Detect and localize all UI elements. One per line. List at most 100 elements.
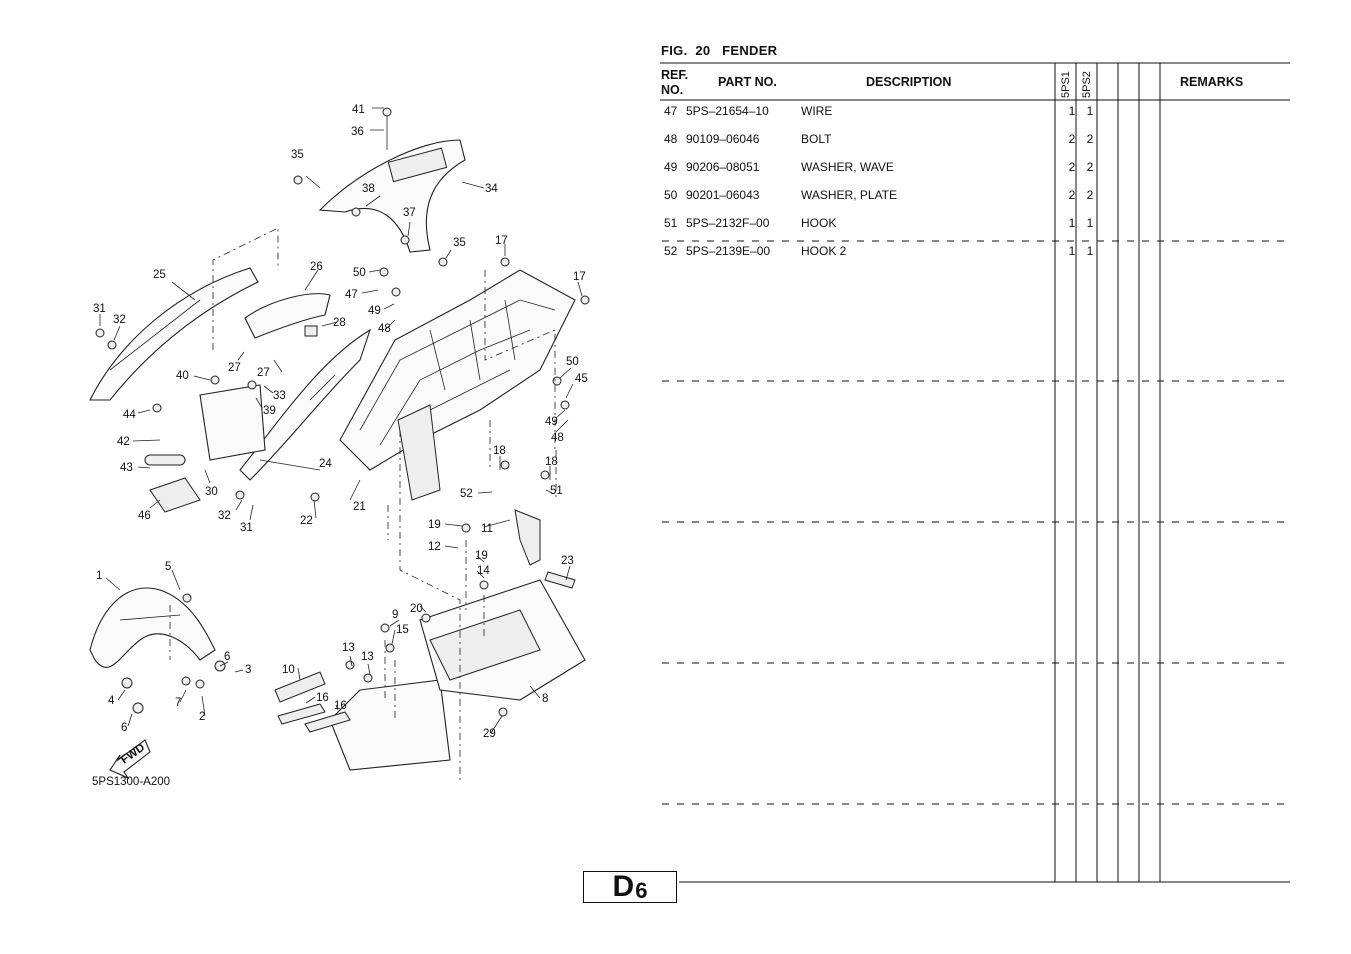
- rear-fender-assembly: [274, 571, 586, 771]
- callout: 27: [257, 367, 270, 379]
- figure-number: 20: [695, 43, 711, 58]
- callout: 18: [493, 445, 506, 457]
- header-model-2: 5PS2: [1081, 71, 1093, 98]
- qty-model-2: 1: [1086, 104, 1094, 118]
- callout: 46: [138, 510, 151, 522]
- part-no: 90109–06046: [686, 132, 760, 146]
- qty-model-2: 2: [1086, 188, 1094, 202]
- qty-model-2: 1: [1086, 244, 1094, 258]
- ref-no: 49: [664, 160, 678, 174]
- callout: 9: [392, 609, 398, 621]
- description: WASHER, WAVE: [801, 160, 894, 174]
- callout: 11: [481, 523, 493, 535]
- callout: 50: [566, 356, 579, 368]
- description: HOOK 2: [801, 244, 847, 258]
- callout: 40: [176, 370, 189, 382]
- callout: 29: [483, 728, 496, 740]
- table-row: 49 90206–08051 WASHER, WAVE 2 2: [660, 160, 1290, 180]
- ref-no: 48: [664, 132, 678, 146]
- callout: 21: [353, 501, 366, 513]
- ref-no: 51: [664, 216, 678, 230]
- qty-model-1: 2: [1068, 132, 1076, 146]
- callout: 45: [575, 373, 588, 385]
- table-row: 48 90109–06046 BOLT 2 2: [660, 132, 1290, 152]
- callout: 51: [550, 485, 563, 497]
- table-row: 51 5PS–2132F–00 HOOK 1 1: [660, 216, 1290, 236]
- description: WIRE: [801, 104, 833, 118]
- callout: 6: [224, 651, 230, 663]
- callout: 32: [113, 314, 126, 326]
- description: BOLT: [801, 132, 832, 146]
- callout: 7: [175, 697, 181, 709]
- figure-title: FIG. 20 FENDER: [661, 43, 777, 58]
- qty-model-2: 2: [1086, 160, 1094, 174]
- qty-model-1: 1: [1068, 216, 1076, 230]
- seat-cowl-26: [244, 293, 331, 339]
- callout: 6: [121, 722, 127, 734]
- header-ref: REF. NO.: [661, 68, 688, 98]
- callout: 19: [428, 519, 441, 531]
- callout: 49: [545, 416, 558, 428]
- table-row: 47 5PS–21654–10 WIRE 1 1: [660, 104, 1290, 124]
- callout: 17: [495, 235, 508, 247]
- callout: 42: [117, 436, 130, 448]
- ref-no: 50: [664, 188, 678, 202]
- tail-cowl-left: [89, 267, 259, 401]
- callout: 16: [334, 700, 347, 712]
- callout: 24: [319, 458, 332, 470]
- alignment-lines: [169, 227, 557, 780]
- callout: 32: [218, 510, 231, 522]
- callout: 26: [310, 261, 323, 273]
- callout: 4: [108, 695, 115, 707]
- header-model-1: 5PS1: [1060, 71, 1072, 98]
- callout: 19: [475, 550, 488, 562]
- callout: 50: [353, 267, 366, 279]
- qty-model-1: 1: [1068, 244, 1076, 258]
- callout: 16: [316, 692, 329, 704]
- callout: 48: [378, 323, 391, 335]
- callout: 1: [96, 570, 102, 582]
- part-no: 5PS–21654–10: [686, 104, 769, 118]
- hardware-bolts: [95, 107, 590, 717]
- callout: 35: [291, 149, 304, 161]
- callout: 39: [263, 405, 276, 417]
- callout: 38: [362, 183, 375, 195]
- callout: 22: [300, 515, 313, 527]
- callout: 13: [342, 642, 355, 654]
- header-part-no: PART NO.: [718, 75, 777, 89]
- callout: 30: [205, 486, 218, 498]
- callout: 37: [403, 207, 416, 219]
- callout: 3: [245, 664, 251, 676]
- fender-bracket: [144, 384, 266, 513]
- ref-no: 47: [664, 104, 678, 118]
- qty-model-1: 1: [1068, 104, 1076, 118]
- callout: 5: [165, 561, 171, 573]
- callout: 14: [477, 565, 490, 577]
- callout: 18: [545, 456, 558, 468]
- description: HOOK: [801, 216, 837, 230]
- callout: 13: [361, 651, 374, 663]
- callout: 31: [93, 303, 106, 315]
- qty-model-1: 2: [1068, 160, 1076, 174]
- figure-name: FENDER: [722, 43, 778, 58]
- callout: 43: [120, 462, 133, 474]
- callout: 8: [542, 693, 548, 705]
- part-no: 90206–08051: [686, 160, 760, 174]
- callout: 12: [428, 541, 441, 553]
- tail-cowl-right: [239, 328, 371, 481]
- callout: 35: [453, 237, 466, 249]
- callout: 47: [345, 289, 358, 301]
- part-no: 5PS–2132F–00: [686, 216, 770, 230]
- callout: 34: [485, 183, 498, 195]
- callout: 49: [368, 305, 381, 317]
- callout: 33: [273, 390, 286, 402]
- page-code-number: 6: [635, 878, 648, 903]
- callout: 27: [228, 362, 241, 374]
- callout: 10: [282, 664, 295, 676]
- table-row: 50 90201–06043 WASHER, PLATE 2 2: [660, 188, 1290, 208]
- callout: 15: [396, 624, 409, 636]
- front-fender: [89, 587, 216, 668]
- callout: 25: [153, 269, 166, 281]
